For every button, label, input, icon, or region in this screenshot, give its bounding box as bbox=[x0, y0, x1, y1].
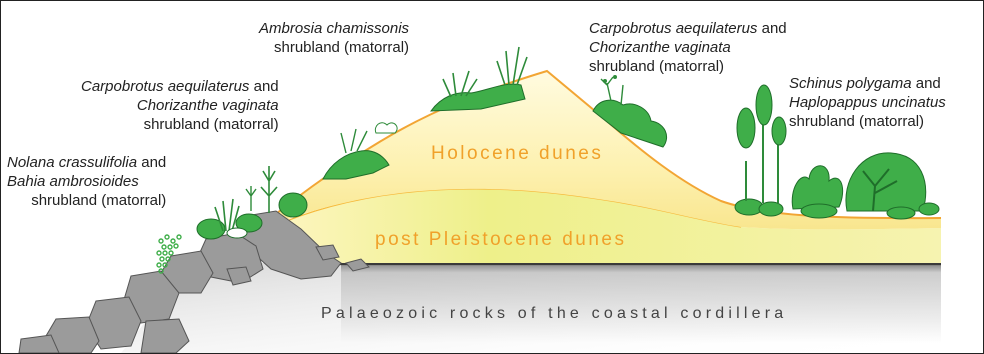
species-chorizanthe: Chorizanthe vaginata bbox=[589, 39, 731, 56]
label-and: and bbox=[912, 75, 941, 92]
species-chorizanthe: Chorizanthe vaginata bbox=[137, 97, 279, 114]
palaeozoic-rocks-label: Palaeozoic rocks of the coastal cordille… bbox=[321, 305, 787, 323]
label-nolana: Nolana crassulifolia and Bahia ambrosioi… bbox=[7, 153, 166, 210]
species-schinus: Schinus polygama bbox=[789, 75, 912, 92]
label-desc: shrubland (matorral) bbox=[789, 112, 946, 131]
plants-crest bbox=[431, 47, 527, 111]
species-nolana: Nolana crassulifolia bbox=[7, 154, 137, 171]
label-desc: shrubland (matorral) bbox=[81, 115, 279, 134]
label-carpobrotus-right: Carpobrotus aequilaterus and Chorizanthe… bbox=[589, 19, 787, 76]
species-haplopappus: Haplopappus uncinatus bbox=[789, 94, 946, 111]
label-and: and bbox=[757, 20, 786, 37]
pleistocene-dunes-label: post Pleistocene dunes bbox=[375, 229, 626, 251]
label-carpobrotus-left: Carpobrotus aequilaterus and Chorizanthe… bbox=[81, 77, 279, 134]
species-bahia: Bahia ambrosioides bbox=[7, 173, 139, 190]
species-carpobrotus: Carpobrotus aequilaterus bbox=[81, 78, 249, 95]
label-desc: shrubland (matorral) bbox=[589, 57, 787, 76]
holocene-dunes-label: Holocene dunes bbox=[431, 143, 603, 165]
label-desc: shrubland (matorral) bbox=[7, 191, 166, 210]
species-ambrosia: Ambrosia chamissonis bbox=[259, 20, 409, 37]
label-and: and bbox=[137, 154, 166, 171]
label-schinus: Schinus polygama and Haplopappus uncinat… bbox=[789, 74, 946, 131]
label-ambrosia: Ambrosia chamissonis shrubland (matorral… bbox=[259, 19, 409, 57]
label-desc: shrubland (matorral) bbox=[259, 38, 409, 57]
label-and: and bbox=[249, 78, 278, 95]
species-carpobrotus: Carpobrotus aequilaterus bbox=[589, 20, 757, 37]
